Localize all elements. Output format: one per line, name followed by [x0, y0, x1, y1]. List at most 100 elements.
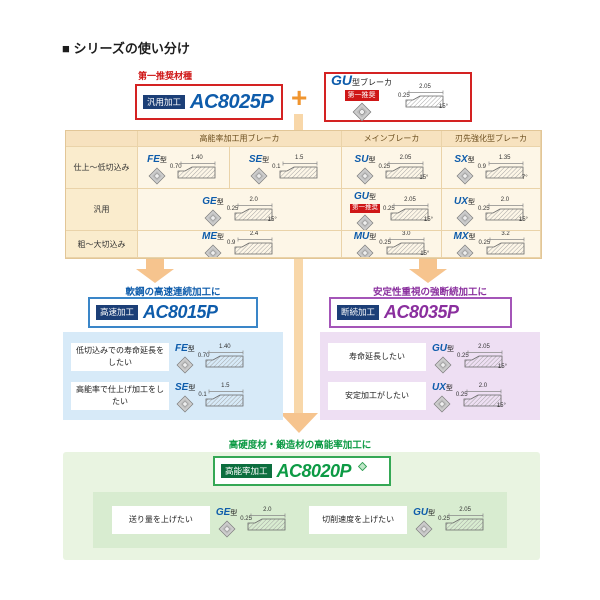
breaker-profile-drawing: [205, 389, 244, 406]
breaker-type-suffix: 型: [468, 233, 476, 241]
dimension-land-value: 0.25: [438, 516, 450, 522]
insert-icon: [204, 244, 222, 257]
breaker-type-code: GE: [202, 196, 217, 207]
machining-type-badge: 断続加工: [337, 305, 380, 320]
flow-arrow-right: [409, 256, 447, 286]
dimension-land-value: 0.25: [455, 391, 468, 398]
need-text: 切削速度を上げたい: [309, 506, 408, 534]
dimension-width-value: 3.0: [402, 231, 411, 237]
breaker-identity: GE型: [216, 503, 237, 538]
table-header-blank: [66, 131, 138, 147]
breaker-type-label: MU型: [354, 231, 377, 243]
breaker-type-label: GU型: [413, 503, 435, 519]
breaker-type-code: FE: [175, 343, 188, 354]
breaker-type-suffix: 型: [368, 157, 376, 164]
breaker-type-code: UX: [432, 382, 446, 393]
breaker-profile-drawing: [279, 161, 318, 178]
dimension-angle-value: 15°: [423, 216, 433, 223]
right-section-heading: 安定性重視の強断続加工に: [372, 287, 487, 298]
insert-icon: [356, 167, 374, 185]
need-text: 安定加工がしたい: [328, 381, 426, 410]
insert-icon: [356, 244, 374, 257]
dimension-land-value: 0.1: [272, 163, 281, 170]
breaker-identity: MX型: [454, 231, 476, 257]
grade-name-ac8015p: AC8015P: [143, 302, 218, 322]
breaker-type-code: GU: [331, 71, 352, 88]
arrow-head: [409, 269, 447, 283]
arrow-shaft: [419, 256, 437, 270]
dimension-width-value: 2.0: [263, 507, 272, 513]
dimension-angle-value: 7°: [521, 174, 528, 181]
dimension-width-value: 2.4: [249, 231, 259, 237]
breaker-type-code: GE: [215, 506, 231, 518]
breaker-type-label: SU型: [355, 150, 376, 166]
grade-name-ac8020p: AC8020P: [276, 460, 352, 481]
breaker-type-label: GU型: [354, 189, 376, 203]
breaker-dimension-diagram: 1.5 0.1: [272, 155, 322, 181]
breaker-identity: SX型: [454, 150, 475, 185]
breaker-type-label: FE型: [147, 150, 167, 166]
breaker-identity: UX型: [454, 192, 475, 227]
insert-icon: [456, 167, 473, 185]
breaker-type-code: GU: [354, 190, 369, 202]
dimension-angle-value: 15°: [267, 216, 277, 223]
breaker-type-suffix: 型: [262, 157, 270, 164]
breaker-type-label: SE型: [175, 378, 195, 394]
dimension-width-value: 1.5: [295, 154, 304, 161]
dimension-angle-value: 15°: [496, 402, 506, 409]
insert-icon: [176, 356, 194, 374]
breaker-table: 高能率加工用ブレーカ メインブレーカ 刃先強化型ブレーカ 仕上〜低切込み FE型…: [65, 130, 542, 259]
breaker-type-label: GE型: [216, 503, 237, 519]
breaker-type-label: UX型: [432, 378, 453, 394]
machining-type-badge: 高速加工: [96, 305, 139, 320]
grade-name-ac8025p: AC8025P: [190, 90, 274, 113]
dimension-angle-value: 15°: [438, 104, 448, 110]
page-title: ■ シリーズの使い分け: [62, 41, 190, 56]
breaker-profile-drawing: [486, 237, 524, 255]
breaker-identity: GU型第一推奨: [350, 189, 380, 230]
dimension-width-value: 2.0: [500, 196, 510, 203]
breaker-type-code: FE: [147, 154, 160, 165]
insert-icon: [204, 209, 222, 227]
breaker-profile-drawing: [464, 350, 503, 367]
dimension-land-value: 0.9: [227, 240, 236, 246]
dimension-angle-value: 15°: [497, 363, 507, 370]
insert-diamond-icon: [358, 462, 368, 471]
breaker-type-label: GU型ブレーカ: [331, 73, 392, 89]
dimension-width-value: 1.35: [498, 154, 511, 161]
insert-icon: [356, 214, 374, 230]
first-recommend-badge: 第一推奨: [350, 203, 380, 214]
breaker-profile-drawing: [463, 389, 502, 406]
need-text: 寿命延長したい: [328, 342, 426, 371]
dimension-land-value: 0.25: [378, 163, 391, 170]
breaker-type-suffix: 型: [187, 346, 195, 353]
first-recommend-grade-label: 第一推奨材種: [138, 71, 193, 81]
flow-arrow-left: [136, 256, 174, 286]
